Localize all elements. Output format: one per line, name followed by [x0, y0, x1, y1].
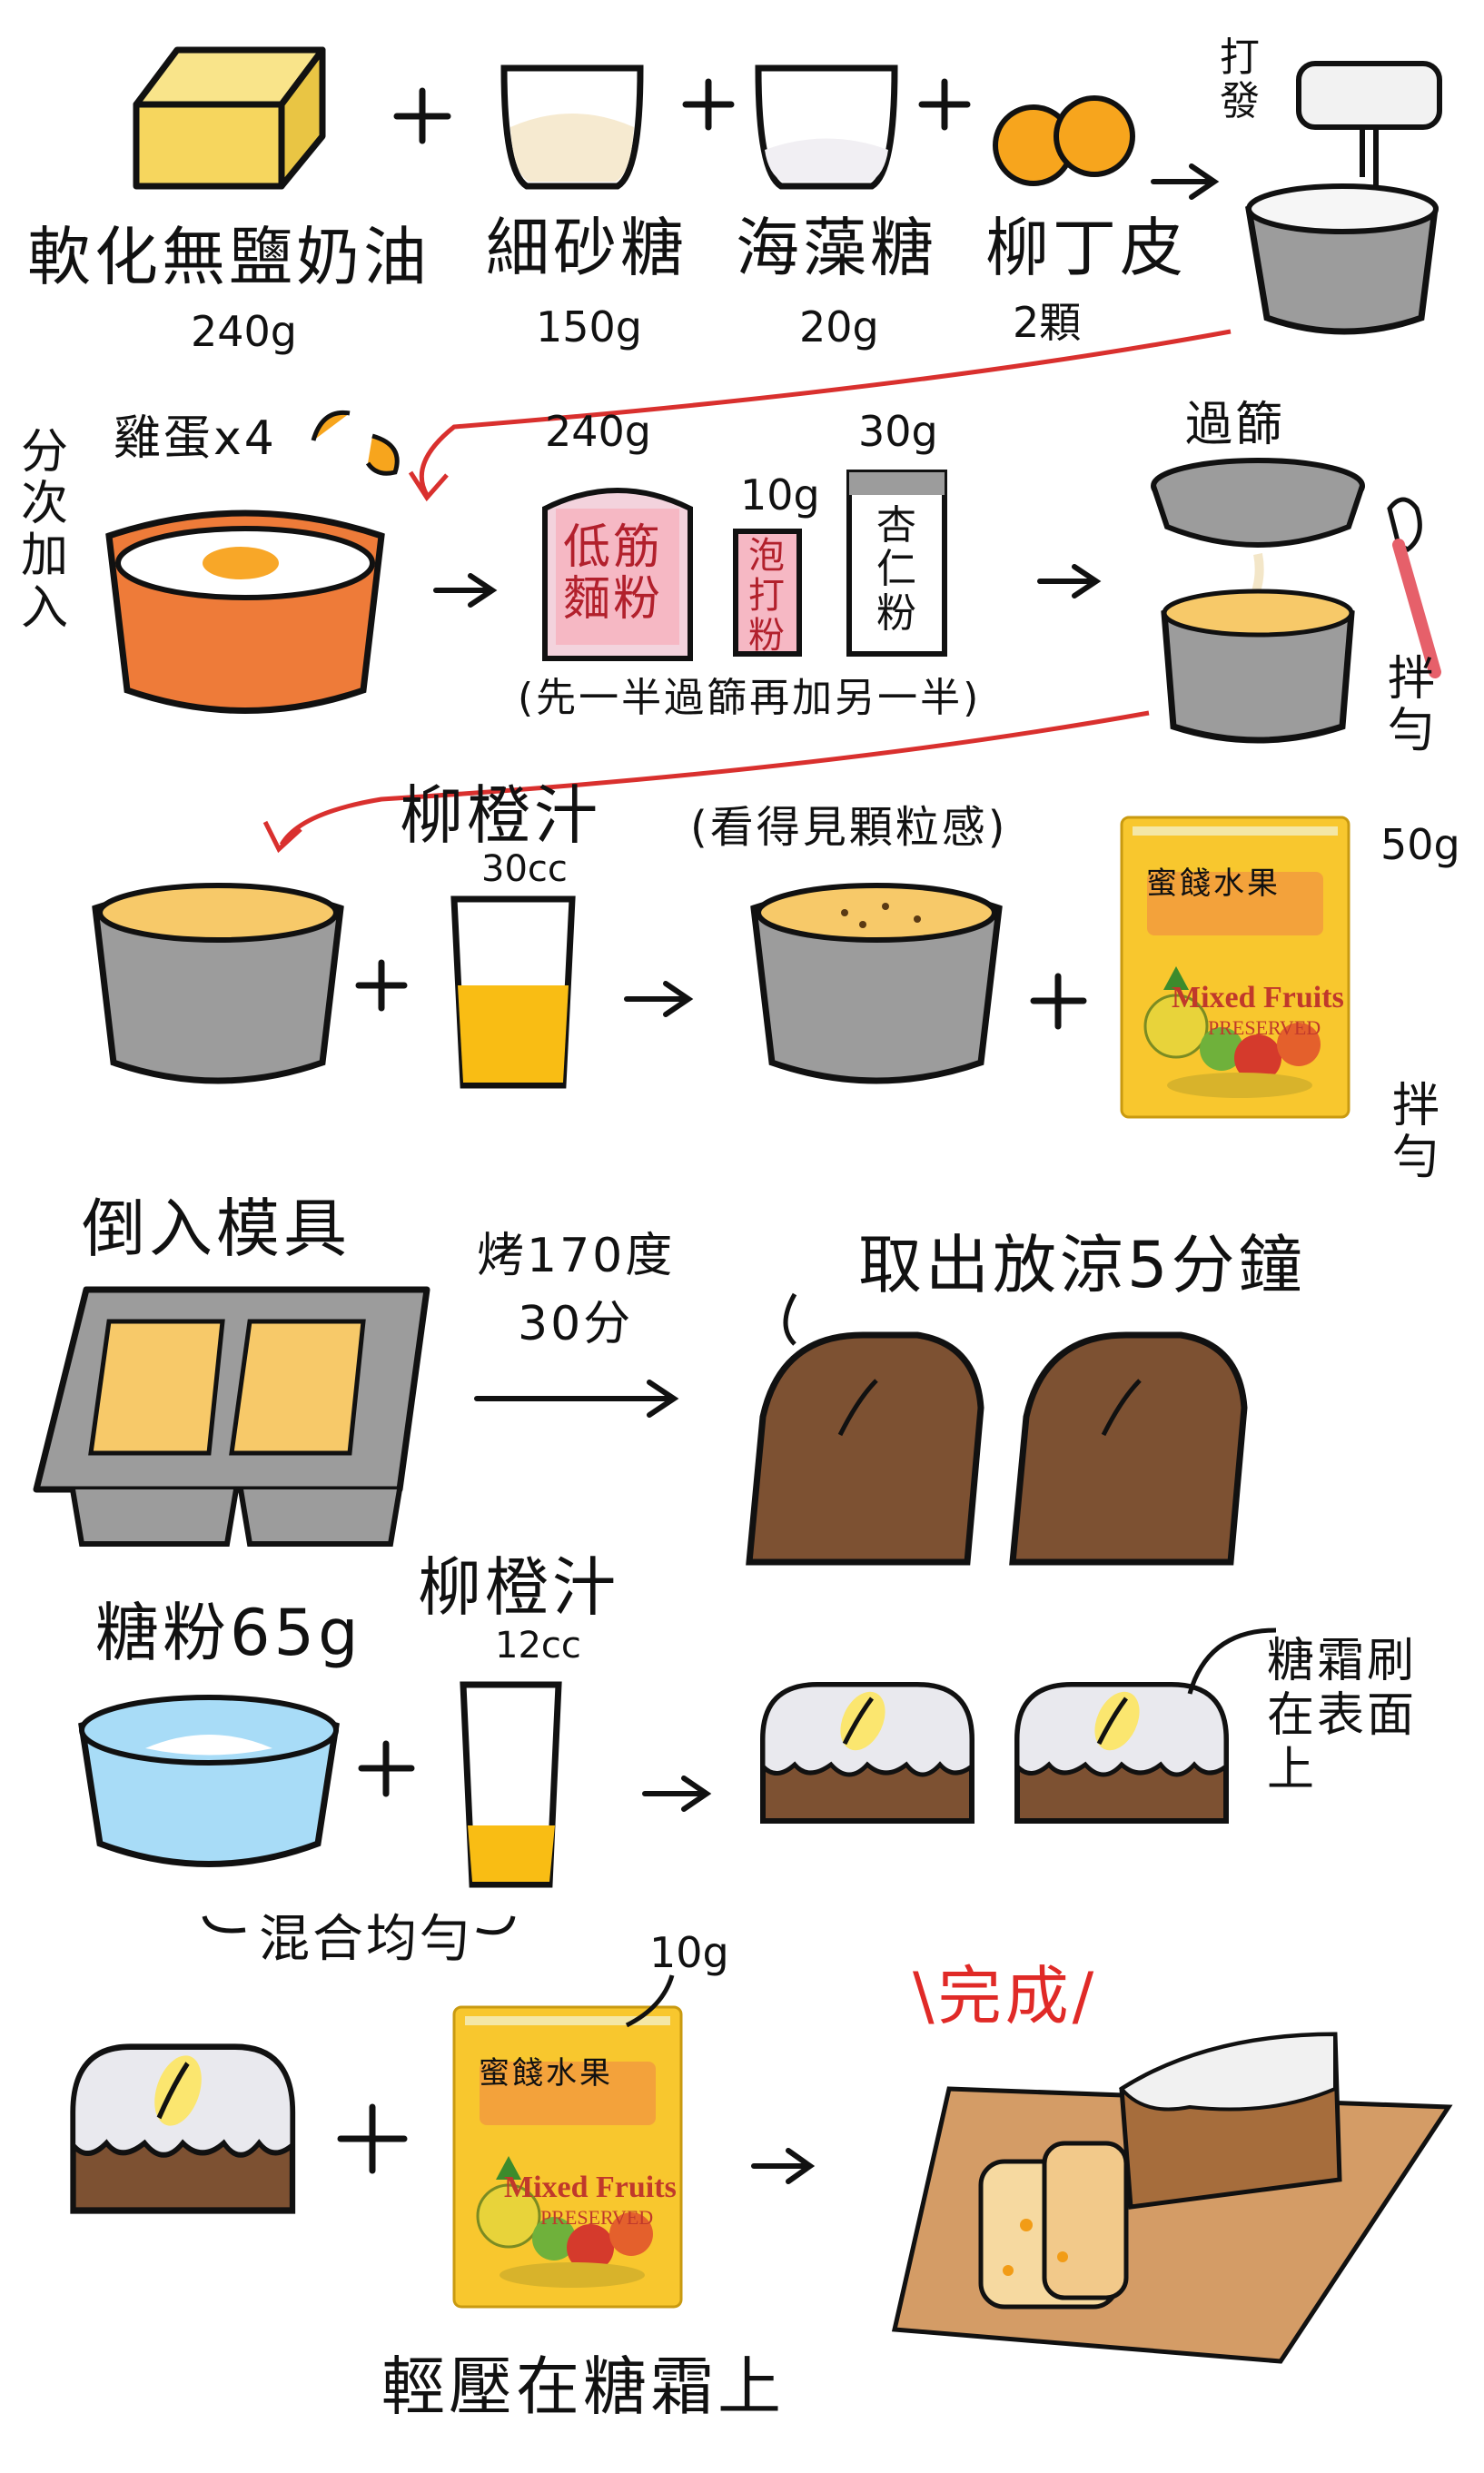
baked-cake-1 [746, 1331, 984, 1566]
trehalose-label: 海藻糖 [736, 211, 937, 285]
glazed-cake-2 [1017, 1685, 1226, 1821]
eggs-label: 雞蛋x4 [114, 411, 277, 466]
red-arrow [262, 710, 1150, 854]
glazed-cake-1 [763, 1685, 972, 1821]
trehalose-amount: 20g [799, 302, 879, 351]
flour-amount: 240g [545, 407, 651, 456]
red-arrow [408, 329, 1232, 502]
pointer-line [625, 1974, 675, 2028]
arrow [642, 1776, 712, 1812]
sugar-amount: 150g [536, 302, 642, 351]
mix-label: 混合均勻 [259, 1910, 473, 1969]
mix-label: 拌勻 [1387, 652, 1435, 759]
package-brand: 蜜餞水果 [479, 2055, 613, 2092]
juice-amount: 30cc [481, 848, 568, 890]
flour-name: 低筋麵粉 [563, 520, 664, 628]
grain-note: (看得見顆粒感) [690, 802, 1008, 853]
flour-bag [542, 488, 693, 661]
butter-amount: 240g [191, 307, 297, 356]
plus-sign [358, 1740, 415, 1797]
sugar-cup [500, 64, 644, 190]
orange-bowl [105, 509, 385, 714]
mixer-bowl [1245, 61, 1442, 335]
mold-label: 倒入模具 [82, 1192, 351, 1266]
fruit-package [1120, 816, 1350, 1119]
juice-label: 柳橙汁 [400, 778, 601, 853]
bake-label: 烤170度 [477, 1229, 676, 1283]
juice-glass [450, 895, 576, 1089]
arrow [751, 2148, 816, 2184]
butter-block [133, 46, 326, 190]
plus-sign [337, 2103, 408, 2174]
orange-peel-label: 柳丁皮 [985, 211, 1187, 285]
baking-powder-bag [733, 529, 802, 657]
pointer-line [1187, 1627, 1277, 1695]
glazed-cake-3 [74, 2047, 293, 2211]
plus-sign [918, 78, 971, 131]
fruit-package [452, 2005, 683, 2309]
cake-mold [33, 1286, 430, 1547]
fruit-amount: 10g [649, 1928, 729, 1977]
brace-line [202, 1915, 516, 1935]
arrow [433, 573, 498, 608]
juice-amount: 12cc [495, 1625, 581, 1667]
package-title: Mixed Fruits [1172, 981, 1344, 1014]
grainy-batter-bowl [750, 883, 1003, 1084]
glaze-label: 糖霜刷在表面上 [1267, 1634, 1418, 1797]
sift-label: 過篩 [1185, 398, 1286, 452]
long-arrow [474, 1380, 679, 1418]
juice-label: 柳橙汁 [418, 1550, 619, 1625]
sift-note: (先一半過篩再加另一半) [518, 675, 982, 721]
package-title: Mixed Fruits [504, 2171, 677, 2204]
orange-amount: 2顆 [1013, 298, 1082, 347]
baked-cake-2 [1009, 1331, 1248, 1566]
fruit-amount: 50g [1380, 820, 1460, 869]
finished-cake [891, 2032, 1453, 2364]
whisk-label: 打發 [1220, 35, 1260, 125]
trehalose-cup [755, 64, 898, 190]
bake-time: 30分 [518, 1297, 634, 1351]
egg-shells [311, 410, 400, 476]
package-brand: 蜜餞水果 [1146, 866, 1281, 902]
arrow [1037, 564, 1102, 598]
almond-amount: 30g [858, 407, 938, 456]
sugar-powder-label: 糖粉65g [95, 1596, 362, 1670]
batches-label: 分次加入 [20, 425, 68, 636]
butter-label: 軟化無鹽奶油 [27, 220, 430, 294]
baking-powder-name: 泡打粉 [748, 535, 785, 657]
arrow [624, 981, 694, 1017]
juice-glass [460, 1681, 562, 1888]
plus-sign [1030, 973, 1087, 1030]
pointer-line [783, 1292, 797, 1346]
done-label: \完成/ [913, 1959, 1098, 2033]
almond-powder-box [846, 470, 947, 657]
glaze-bowl [78, 1695, 340, 1867]
package-subtitle: PRESERVED [1208, 1016, 1321, 1039]
sugar-label: 細砂糖 [486, 211, 688, 285]
press-label: 輕壓在糖霜上 [381, 2349, 785, 2424]
batter-bowl [92, 883, 344, 1084]
arrow [1151, 163, 1220, 200]
plus-sign [393, 87, 451, 144]
spatula [1387, 497, 1441, 678]
oranges [993, 95, 1135, 186]
package-subtitle: PRESERVED [540, 2206, 654, 2229]
baking-powder-amount: 10g [740, 470, 820, 519]
plus-sign [682, 78, 735, 131]
sieve-bowl [1151, 458, 1365, 744]
plus-sign [355, 959, 408, 1012]
mix-label: 拌勻 [1391, 1079, 1439, 1186]
almond-name: 杏仁粉 [876, 502, 916, 637]
cool-label: 取出放涼5分鐘 [858, 1228, 1306, 1302]
